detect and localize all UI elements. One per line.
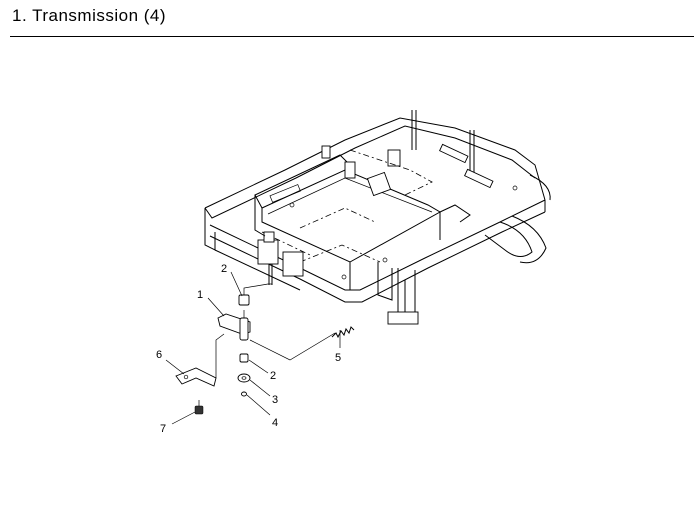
callout-1: 1 bbox=[197, 289, 203, 301]
part-4-cotter-pin bbox=[241, 391, 247, 397]
callout-2-lower: 2 bbox=[270, 370, 276, 382]
part-6-bracket bbox=[175, 333, 225, 387]
part-7-bolt bbox=[194, 400, 204, 415]
transmission-frame bbox=[204, 110, 551, 325]
leader-line bbox=[243, 283, 272, 300]
part-2-upper-nut bbox=[238, 294, 250, 306]
part-2-lower-nut bbox=[239, 353, 249, 363]
part-1-lever bbox=[217, 310, 251, 341]
callout-4: 4 bbox=[272, 417, 278, 429]
part-3-washer bbox=[237, 373, 251, 383]
callout-2-upper: 2 bbox=[221, 263, 227, 275]
callout-7: 7 bbox=[160, 423, 166, 435]
title-divider bbox=[10, 36, 694, 37]
callout-3: 3 bbox=[272, 394, 278, 406]
callout-5: 5 bbox=[335, 352, 341, 364]
callout-6: 6 bbox=[156, 349, 162, 361]
part-5-spring bbox=[331, 326, 355, 339]
page-title: 1. Transmission (4) bbox=[12, 6, 167, 25]
leader-line bbox=[249, 332, 336, 361]
